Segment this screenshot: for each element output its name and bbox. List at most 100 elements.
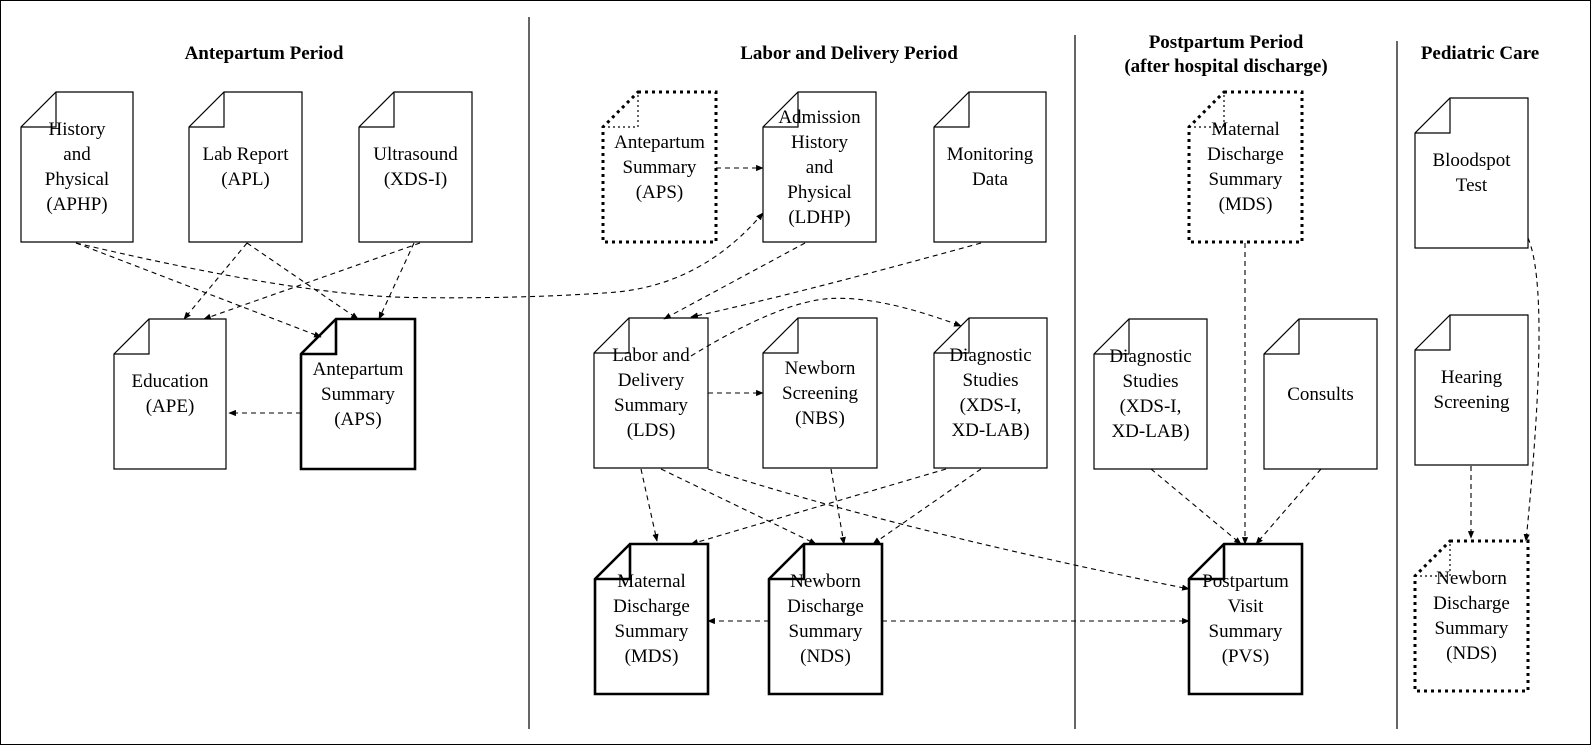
document-shape [188, 91, 303, 243]
document-us [358, 91, 473, 243]
document-nbs [762, 317, 878, 469]
document-label-line: Discharge [1433, 593, 1510, 614]
document-ds1 [933, 317, 1048, 469]
document-label-line: (LDHP) [788, 206, 851, 228]
document-label-line: (APE) [145, 396, 195, 417]
document-fold-corner [114, 319, 150, 355]
document-shape [933, 317, 1048, 469]
document-mds2 [1187, 90, 1304, 244]
section-title-pediatric: Pediatric Care [1280, 42, 1591, 66]
document-label-line: Discharge [1207, 144, 1284, 165]
document-label-line: Delivery [617, 370, 685, 391]
document-fold-corner [1189, 544, 1226, 581]
section-title-line: Labor and Delivery Period [740, 43, 958, 64]
document-shape [767, 542, 884, 696]
document-shape [358, 91, 473, 243]
link-lds-to-nds1 [660, 468, 817, 545]
document-label-line: and [63, 144, 91, 165]
document-label-line: Physical [787, 181, 852, 203]
document-hear [1414, 314, 1529, 466]
section-title-line: Postpartum Period [1148, 32, 1304, 53]
document-mon [933, 91, 1047, 243]
document-shape [20, 91, 134, 243]
document-label-line: and [805, 156, 834, 178]
document-label-line: (XDS-I, [959, 395, 1022, 416]
document-label-line: Monitoring [946, 144, 1034, 165]
document-label-line: Education [131, 371, 209, 392]
link-nbs-to-nds1 [830, 468, 846, 545]
document-label-line: Physical [44, 169, 110, 190]
document-label-line: Maternal [1211, 119, 1280, 140]
document-shape [1187, 90, 1304, 244]
document-label-line: XD-LAB) [951, 420, 1030, 441]
document-fold-corner [1415, 541, 1451, 577]
document-label-line: (APL) [221, 169, 270, 190]
link-ds2-to-pvs [1150, 468, 1242, 545]
document-label-line: Admission [778, 106, 861, 128]
document-label-line: Lab Report [202, 144, 289, 165]
document-label-line: Postpartum [1202, 571, 1289, 592]
document-fold-corner [595, 544, 632, 581]
link-apl-to-aps1 [246, 242, 359, 320]
document-fold-corner [594, 318, 630, 354]
link-us-to-ape [203, 242, 421, 320]
link-aphp-to-ldhp [75, 212, 764, 299]
link-ds1-to-mds1 [690, 468, 947, 545]
document-label-line: Summary [1208, 169, 1283, 190]
section-title-postpartum: Postpartum Period (after hospital dischar… [1026, 31, 1426, 79]
link-ds1-to-nds1 [872, 468, 982, 545]
document-label-line: Data [972, 169, 1008, 190]
document-ldhp [762, 91, 877, 243]
document-label-line: XD-LAB) [1111, 421, 1190, 442]
document-label-line: Summary [1434, 618, 1509, 639]
document-fold-corner [1415, 98, 1451, 134]
document-shape [1413, 539, 1530, 693]
link-lds-to-pvs [707, 468, 1190, 591]
document-label-line: Studies [962, 370, 1019, 391]
document-label-cons: Consults [1254, 319, 1387, 469]
link-bst-to-nds2 [1523, 237, 1540, 542]
document-label-line: Summary [614, 621, 689, 642]
document-fold-corner [763, 318, 799, 354]
document-bst [1414, 97, 1529, 249]
document-label-line: History [48, 119, 106, 140]
section-title-line: (after hospital discharge) [1124, 56, 1328, 77]
document-label-line: Bloodspot [1432, 150, 1511, 171]
document-fold-corner [1189, 92, 1225, 128]
document-label-line: (APHP) [46, 194, 108, 215]
document-label-line: Screening [782, 382, 858, 404]
document-label-line: Antepartum [312, 358, 404, 380]
document-label-line: Diagnostic [1109, 346, 1192, 367]
document-label-line: Screening [1433, 392, 1510, 413]
document-ds2 [1093, 318, 1208, 470]
document-label-line: Ultrasound [373, 144, 458, 165]
document-label-line: (XDS-I, [1119, 396, 1182, 417]
document-label-line: Consults [1287, 383, 1354, 405]
document-fold-corner [1094, 319, 1130, 355]
link-us-to-aps1 [378, 242, 415, 320]
document-fold-corner [359, 92, 395, 128]
section-title-line: Pediatric Care [1420, 43, 1540, 64]
document-label-ape: Education (APE) [104, 319, 236, 469]
document-shape [762, 91, 877, 243]
document-label-line: Antepartum [614, 131, 705, 153]
document-label-line: Summary [622, 156, 697, 178]
document-shape [113, 318, 227, 470]
document-shape [601, 90, 718, 244]
document-label-line: (PVS) [1221, 646, 1270, 667]
document-fold-corner [1264, 319, 1300, 355]
document-nds1 [767, 542, 884, 696]
document-label-line: Summary [1208, 621, 1283, 642]
document-shape [299, 317, 417, 471]
